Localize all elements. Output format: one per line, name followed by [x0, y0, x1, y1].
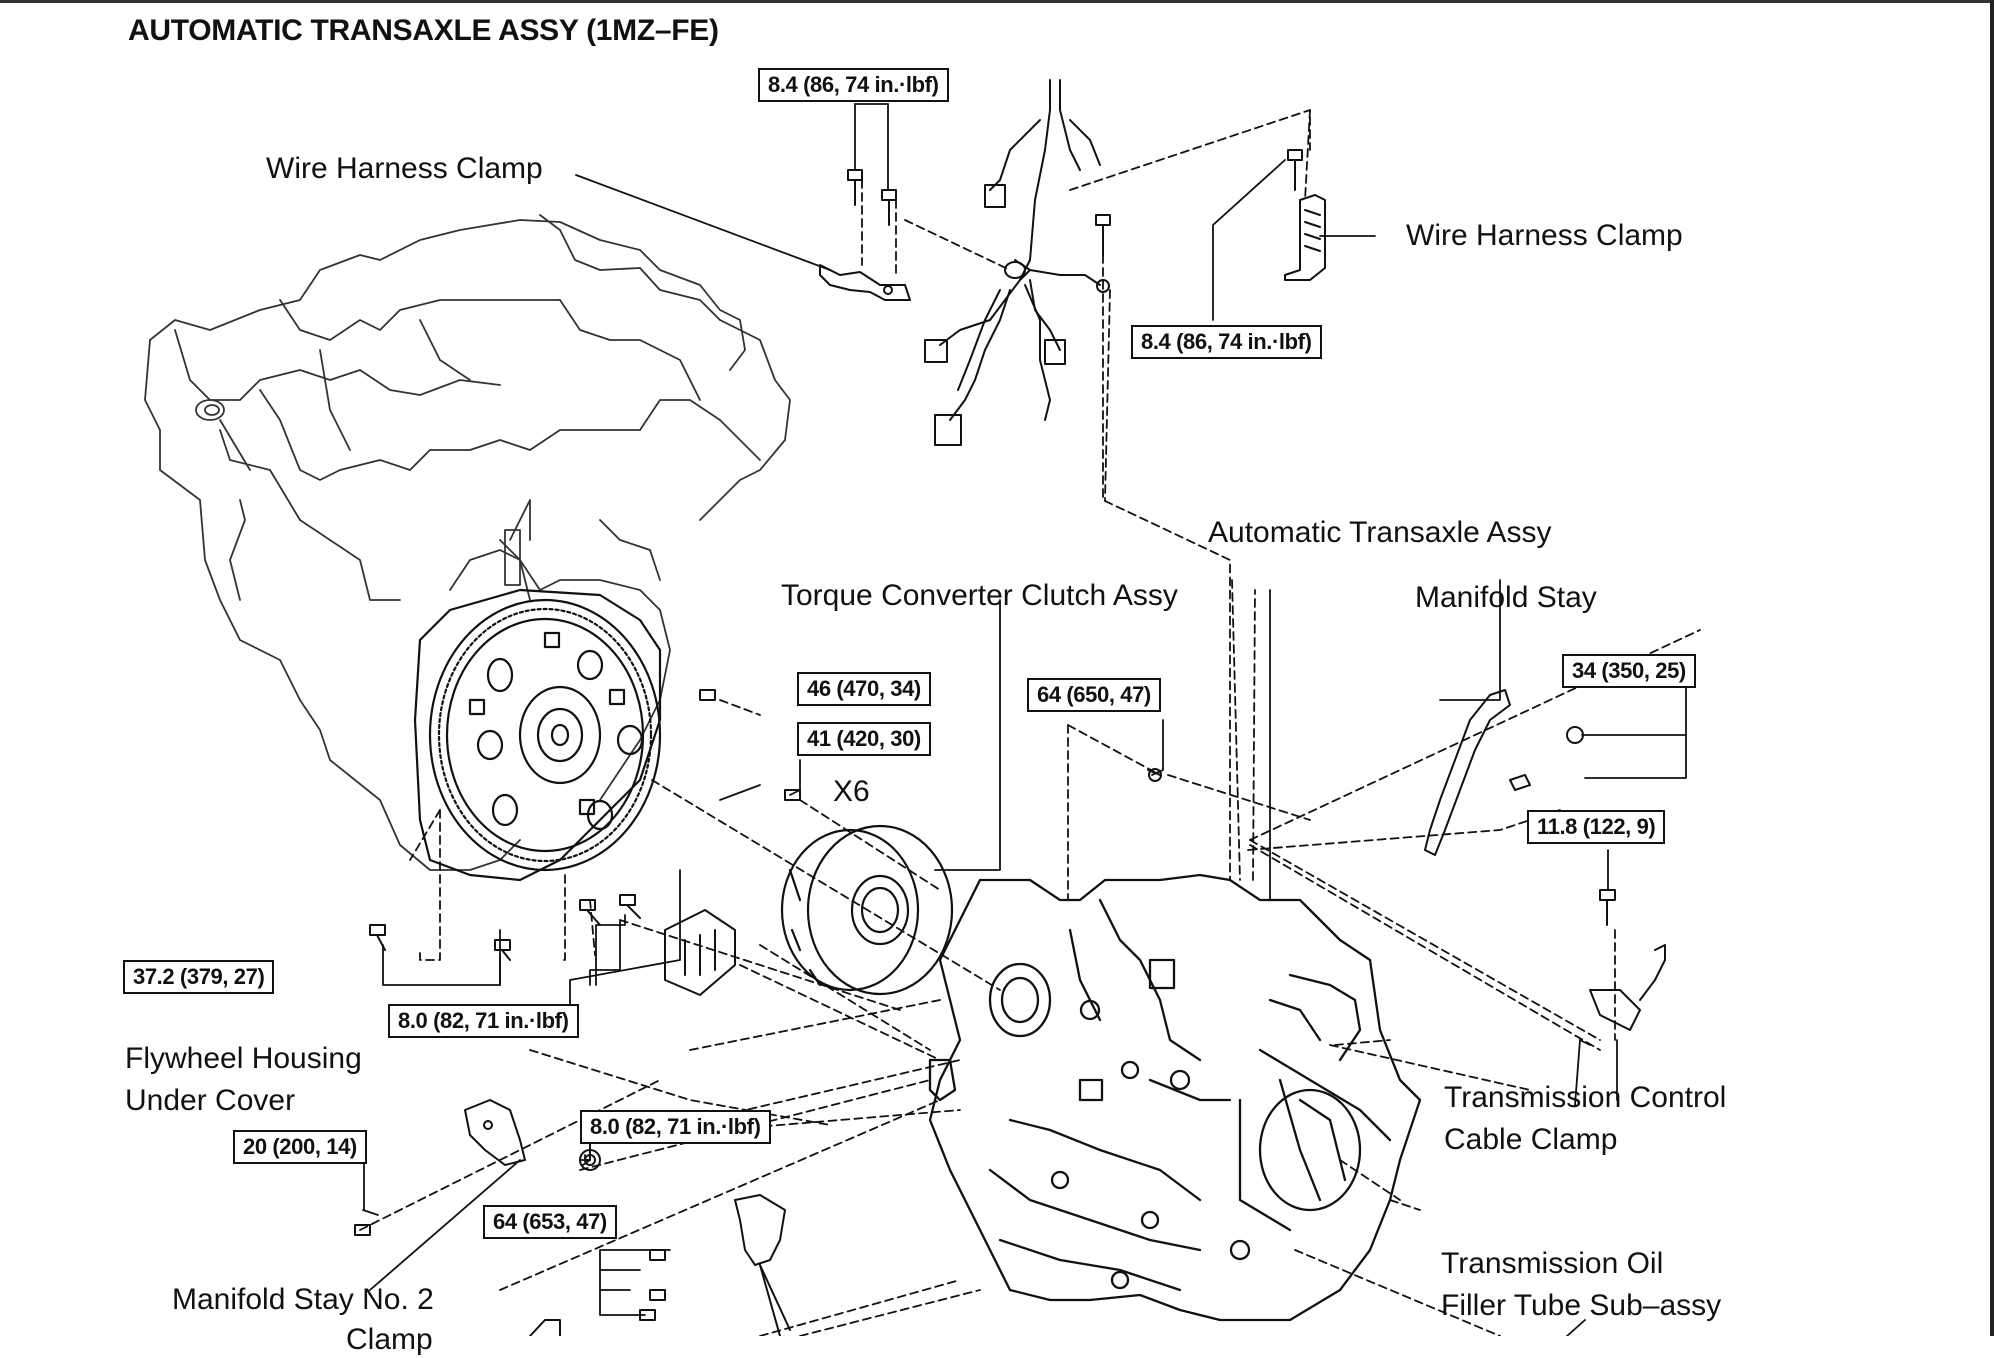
manifold-stay-no2-label: Manifold Stay No. 2	[172, 1283, 434, 1316]
right-border	[1990, 0, 1994, 1336]
diagram-title: AUTOMATIC TRANSAXLE ASSY (1MZ–FE)	[128, 14, 719, 47]
top-border	[0, 0, 1994, 3]
wire-harness-clamp-label: Wire Harness Clamp	[266, 152, 543, 185]
torque-label: 46 (470, 34)	[797, 672, 931, 706]
quantity-label: X6	[833, 775, 870, 808]
manifold-stay-label: Manifold Stay	[1415, 581, 1597, 614]
torque-label: 64 (653, 47)	[483, 1205, 617, 1239]
torque-label: 8.0 (82, 71 in.·lbf)	[580, 1110, 771, 1144]
right-bolts	[1147, 726, 1616, 926]
wire-harness-clamp-right-part	[1284, 194, 1326, 281]
flywheel-housing-label: Flywheel Housing	[125, 1042, 362, 1075]
under-cover-part	[664, 909, 736, 996]
transaxle-housing	[928, 873, 1422, 1322]
clamp-label-partial: Clamp	[346, 1323, 433, 1356]
top-harness	[924, 79, 1110, 446]
wire-harness-clamp-label: Wire Harness Clamp	[1406, 219, 1683, 252]
cable-clamp-part	[1589, 944, 1666, 1031]
manifold-stay-no2-part	[464, 1099, 526, 1166]
transmission-control-cable-clamp-label: Transmission Control	[1444, 1081, 1727, 1114]
flywheel	[413, 588, 662, 882]
torque-label: 41 (420, 30)	[797, 722, 931, 756]
engine-block	[144, 214, 791, 871]
dashed-lines	[359, 109, 1701, 1336]
transmission-oil-filler-tube-label: Transmission Oil	[1441, 1247, 1664, 1280]
left-bolts	[354, 689, 801, 1321]
transmission-oil-filler-tube-label: Filler Tube Sub–assy	[1441, 1289, 1722, 1322]
torque-label: 8.4 (86, 74 in.·lbf)	[758, 68, 949, 102]
torque-label: 64 (650, 47)	[1027, 678, 1161, 712]
torque-label: 20 (200, 14)	[233, 1130, 367, 1164]
torque-converter	[780, 824, 954, 996]
automatic-transaxle-assy-label: Automatic Transaxle Assy	[1208, 516, 1552, 549]
torque-label: 8.0 (82, 71 in.·lbf)	[388, 1004, 579, 1038]
torque-label: 37.2 (379, 27)	[123, 960, 275, 994]
manifold-stay-part	[1424, 689, 1511, 856]
filler-tube-part	[529, 1194, 791, 1336]
torque-converter-clutch-assy-label: Torque Converter Clutch Assy	[781, 579, 1178, 612]
flywheel-housing-label: Under Cover	[125, 1084, 296, 1117]
transmission-control-cable-clamp-label: Cable Clamp	[1444, 1123, 1618, 1156]
top-bolts	[847, 149, 1303, 256]
wire-harness-clamp-left-part	[819, 264, 911, 301]
torque-label: 11.8 (122, 9)	[1527, 810, 1666, 844]
torque-label: 34 (350, 25)	[1562, 654, 1696, 688]
torque-label: 8.4 (86, 74 in.·lbf)	[1131, 325, 1322, 359]
